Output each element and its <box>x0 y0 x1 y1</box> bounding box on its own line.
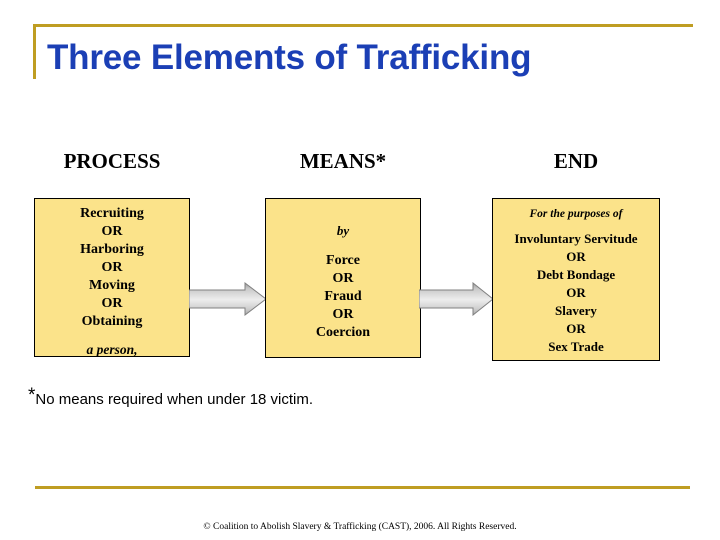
means-line-1: Force <box>326 253 360 268</box>
means-line-4: OR <box>332 307 354 322</box>
means-lead-spacer <box>270 239 416 252</box>
means-line-2: OR <box>332 271 354 286</box>
column-header-means: MEANS* <box>299 149 387 173</box>
process-box: Recruiting OR Harboring OR Moving OR Obt… <box>34 198 190 357</box>
means-box-content: by Force OR Fraud OR Coercion <box>266 199 420 342</box>
page-title: Three Elements of Trafficking <box>47 38 532 77</box>
column-header-process: PROCESS <box>63 149 161 173</box>
end-line-3: Debt Bondage <box>536 267 616 282</box>
end-lead-spacer <box>497 222 655 230</box>
end-line-7: Sex Trade <box>548 339 604 354</box>
end-line-6: OR <box>566 321 586 336</box>
end-line-5: Slavery <box>555 303 597 318</box>
bottom-rule <box>35 486 690 489</box>
means-box: by Force OR Fraud OR Coercion <box>265 198 421 358</box>
means-line-5: Coercion <box>315 325 371 340</box>
footnote-text: No means required when under 18 victim. <box>35 391 314 408</box>
title-top-rule <box>33 24 693 27</box>
column-header-end: END <box>553 149 599 173</box>
means-line-3: Fraud <box>324 289 362 304</box>
end-box: For the purposes of Involuntary Servitud… <box>492 198 660 361</box>
process-line-7: Obtaining <box>81 314 143 329</box>
copyright-notice: © Coalition to Abolish Slavery & Traffic… <box>203 522 517 532</box>
process-line-3: Harboring <box>80 242 144 257</box>
end-line-4: OR <box>566 285 586 300</box>
right-arrow-icon <box>418 281 494 317</box>
means-box-lead: by <box>336 223 350 238</box>
process-line-1: Recruiting <box>80 206 144 221</box>
end-line-1: Involuntary Servitude <box>514 231 638 246</box>
arrow-process-to-means <box>188 281 267 317</box>
arrow-means-to-end <box>418 281 494 317</box>
right-arrow-icon <box>188 281 267 317</box>
process-line-5: Moving <box>89 278 135 293</box>
end-box-lead: For the purposes of <box>529 208 623 220</box>
title-left-rule <box>33 24 36 79</box>
process-box-footer: a person, <box>86 342 138 357</box>
process-line-4: OR <box>101 260 123 275</box>
process-box-content: Recruiting OR Harboring OR Moving OR Obt… <box>35 199 189 357</box>
process-line-6: OR <box>101 296 123 311</box>
footnote-asterisk: * <box>28 385 36 406</box>
footnote: *No means required when under 18 victim. <box>28 386 314 410</box>
end-box-content: For the purposes of Involuntary Servitud… <box>493 199 659 356</box>
process-line-2: OR <box>101 224 123 239</box>
end-line-2: OR <box>566 249 586 264</box>
